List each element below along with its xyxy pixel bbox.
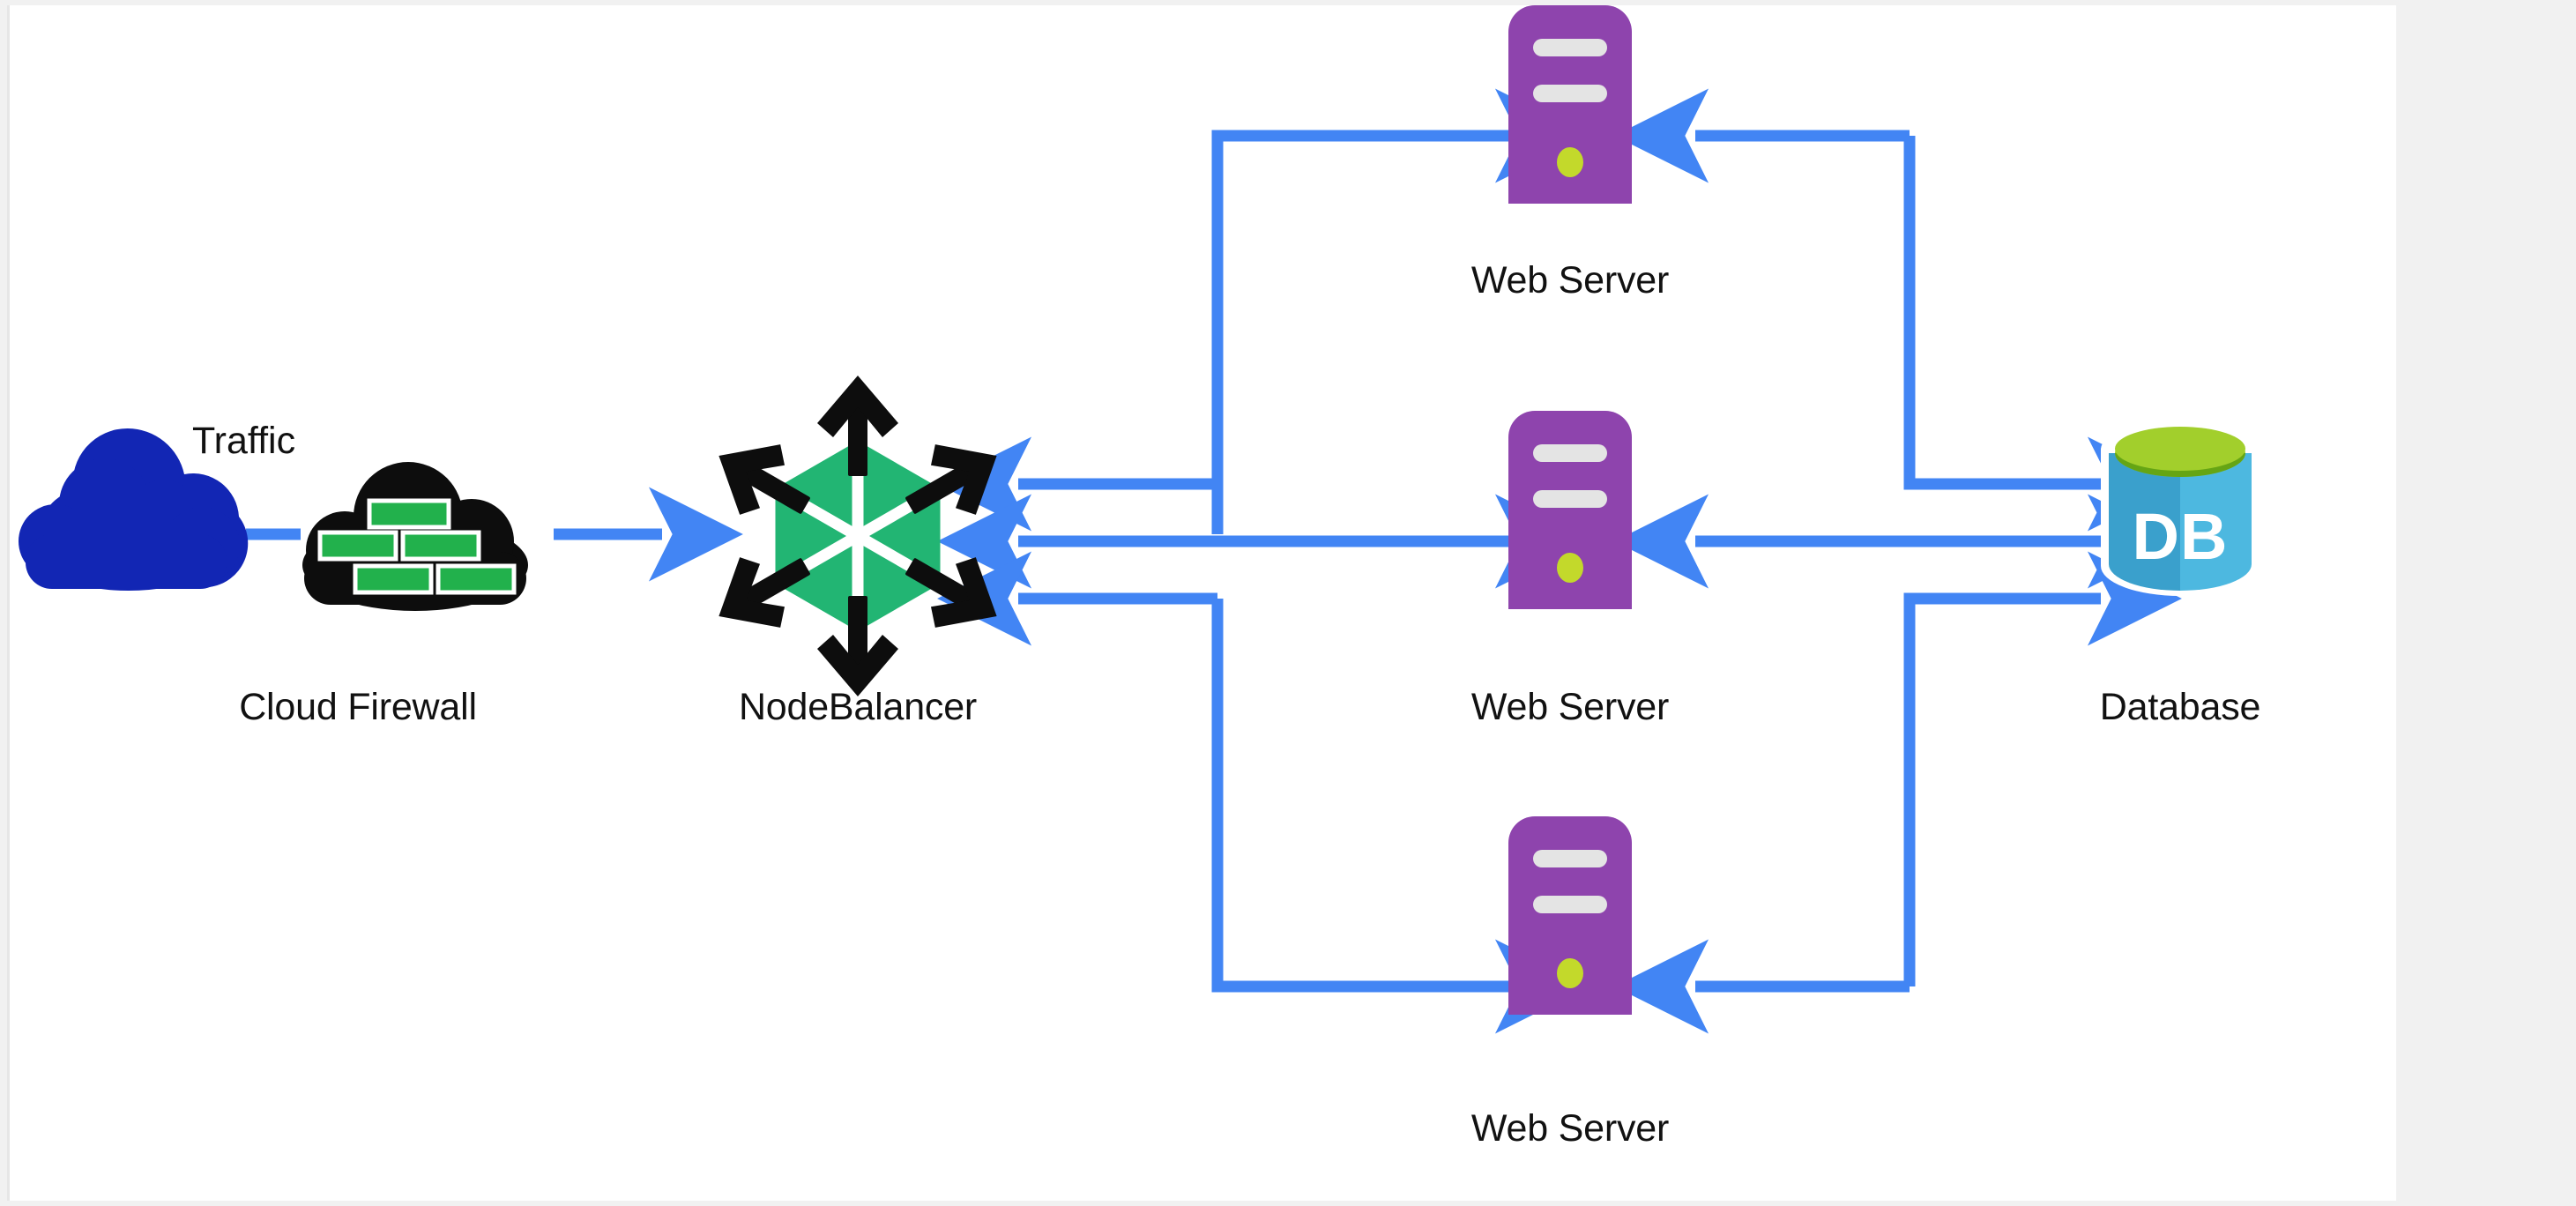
firewall-bricks (317, 498, 517, 595)
database-cylinder-icon (2101, 420, 2260, 596)
connector-nodebalancer-to-web-server-1 (1211, 88, 1590, 534)
diagram-svg (19, 5, 2260, 1034)
server-icon-3 (1508, 816, 1632, 1015)
connector-nodebalancer-to-web-server-3 (1211, 599, 1590, 1034)
web-server-2-label: Web Server (1470, 686, 1670, 728)
connector-web-server-3-to-database (1903, 551, 2182, 986)
nodebalancer-icon (718, 376, 997, 696)
cloud-icon (19, 428, 249, 591)
diagram-canvas: DB Traffic Cloud Firewall NodeBalancer W… (7, 5, 2396, 1201)
cloud-firewall-label: Cloud Firewall (239, 686, 477, 728)
connector-web-server-1-to-database (1903, 136, 2182, 532)
database-glyph: DB (2132, 500, 2229, 573)
web-server-3-label: Web Server (1470, 1107, 1670, 1150)
nodebalancer-arrows (718, 376, 997, 696)
server-icon-1 (1508, 5, 1632, 204)
traffic-label: Traffic (192, 420, 296, 462)
nodebalancer-label: NodeBalancer (738, 686, 978, 728)
connector-layer (246, 88, 2182, 1034)
server-icon-2 (1508, 411, 1632, 609)
database-label: Database (2099, 686, 2261, 728)
web-server-1-label: Web Server (1470, 259, 1670, 302)
cloud-firewall-icon (302, 462, 528, 611)
